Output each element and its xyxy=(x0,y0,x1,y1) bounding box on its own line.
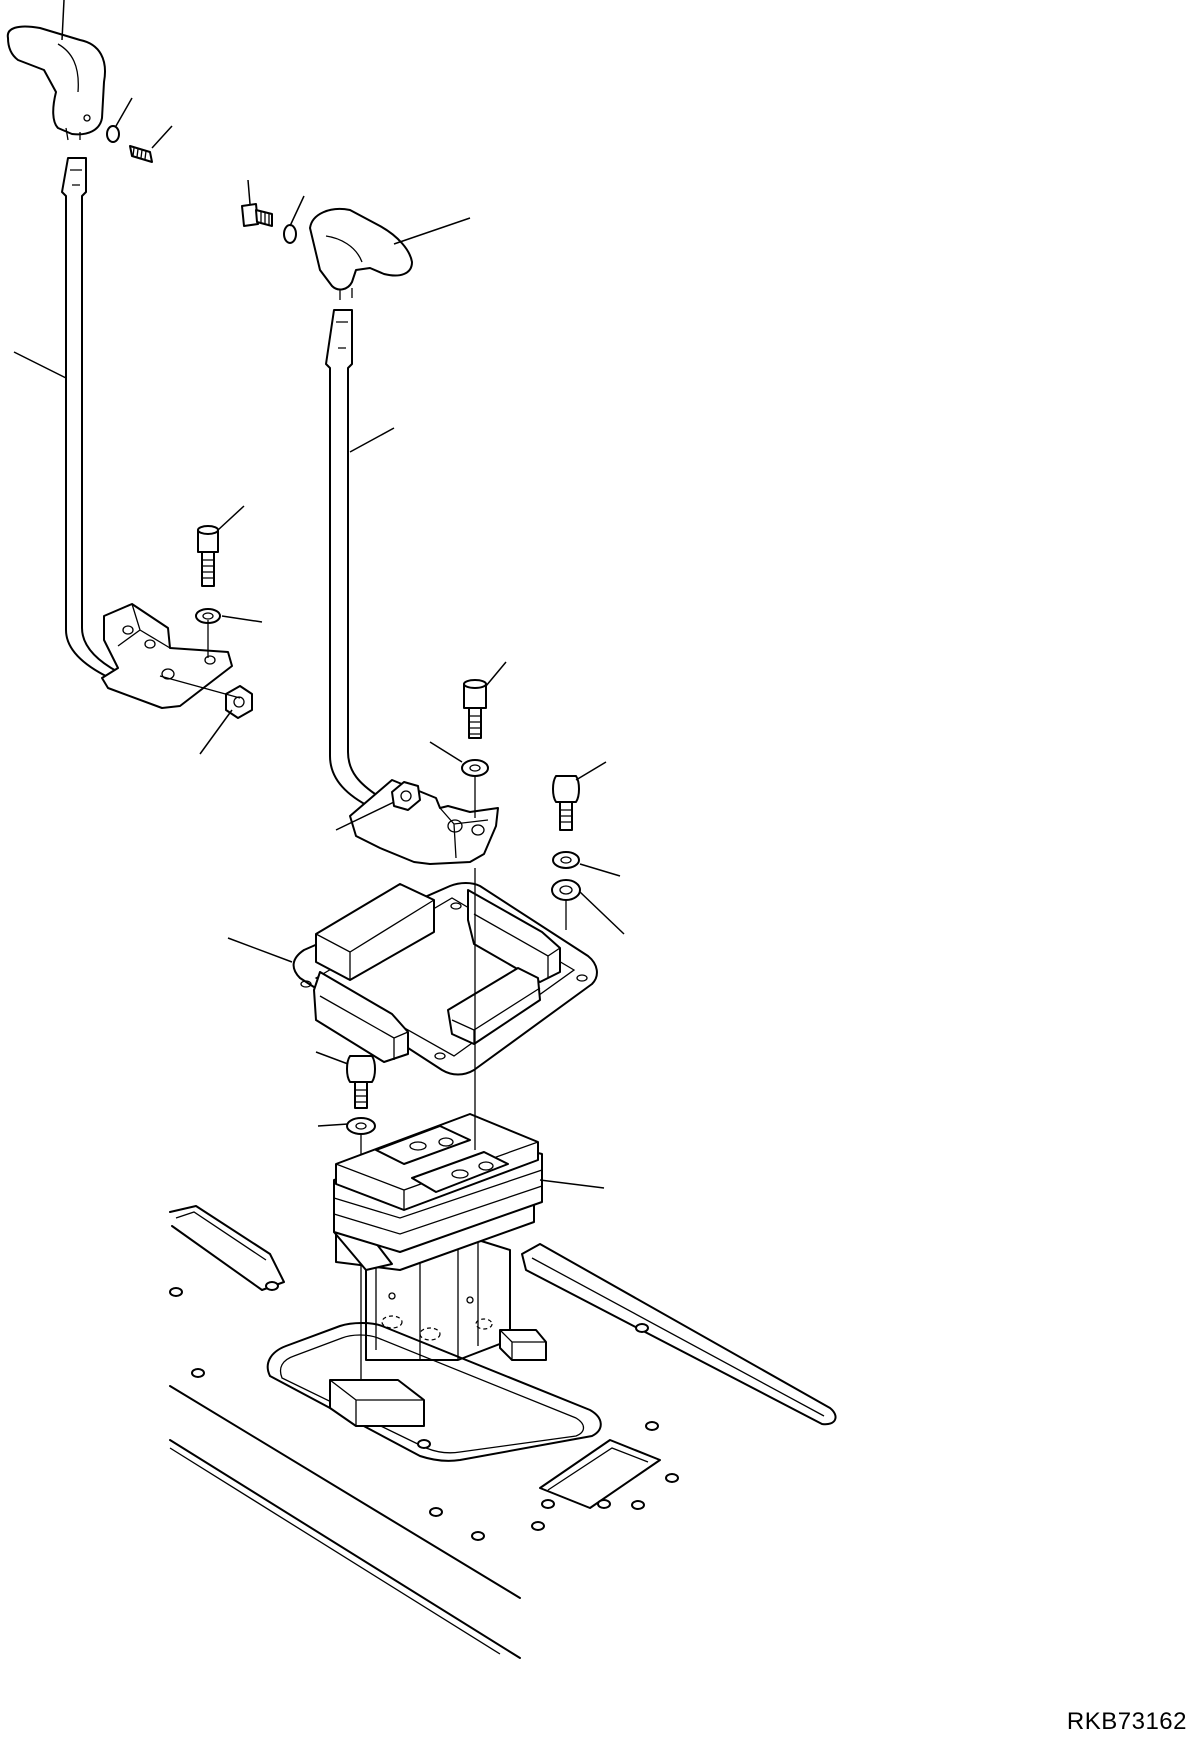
leader-right-screw xyxy=(248,180,250,204)
left-knob-screw xyxy=(130,146,152,162)
lever-boot-cover xyxy=(228,883,597,1075)
right-lever-assembly xyxy=(242,180,506,864)
boot-mount-hardware-right xyxy=(552,762,624,934)
leader-right-rod xyxy=(350,428,394,452)
right-bracket-nut xyxy=(392,782,420,810)
pilot-valve xyxy=(334,868,604,1360)
leader-right-nut xyxy=(336,802,394,830)
flat-washer-left xyxy=(347,1118,375,1134)
right-bracket-bolt xyxy=(464,680,486,738)
leader-bolt-left xyxy=(316,1052,348,1064)
left-bracket-bolt xyxy=(198,526,218,586)
left-lever-rod xyxy=(62,158,118,680)
drawing-number: RKB73162 xyxy=(1066,1708,1187,1735)
hex-bolt-right xyxy=(553,776,579,830)
leader-right-washer xyxy=(290,196,304,226)
right-lever-knob xyxy=(310,209,412,290)
leader-washer-right xyxy=(580,864,620,876)
leader-left-washer-2 xyxy=(222,616,262,622)
right-knob-washer xyxy=(284,225,296,243)
leader-pilot-valve xyxy=(540,1180,604,1188)
leader-washer-left xyxy=(318,1124,348,1126)
leader-boot-cover xyxy=(228,938,292,962)
spring-washer-right xyxy=(552,880,580,900)
leader-left-rod xyxy=(14,352,66,378)
left-bracket-nut xyxy=(226,686,252,718)
leader-left-knob xyxy=(62,0,64,40)
leader-left-washer xyxy=(116,98,132,126)
leader-spring-washer-right xyxy=(580,892,624,934)
leader-left-screw xyxy=(152,126,172,148)
left-lever-bracket xyxy=(102,604,232,708)
right-lever-bracket xyxy=(350,780,498,864)
leader-bolt-right xyxy=(576,762,606,780)
leader-left-bolt xyxy=(218,506,244,530)
right-bracket-washer xyxy=(462,760,488,776)
left-lever-assembly xyxy=(8,0,262,754)
right-lever-rod xyxy=(326,310,378,808)
leader-right-washer-2 xyxy=(430,742,462,762)
cab-floor-plate xyxy=(170,1206,836,1658)
left-knob-washer xyxy=(107,126,119,142)
hex-bolt-left xyxy=(347,1056,375,1108)
flat-washer-right xyxy=(553,852,579,868)
leader-right-bolt xyxy=(486,662,506,686)
leader-left-nut xyxy=(200,710,232,754)
leader-right-knob xyxy=(394,218,470,244)
right-knob-screw xyxy=(242,204,272,226)
floor-bolt-holes xyxy=(170,1282,678,1540)
left-lever-knob xyxy=(8,26,105,134)
